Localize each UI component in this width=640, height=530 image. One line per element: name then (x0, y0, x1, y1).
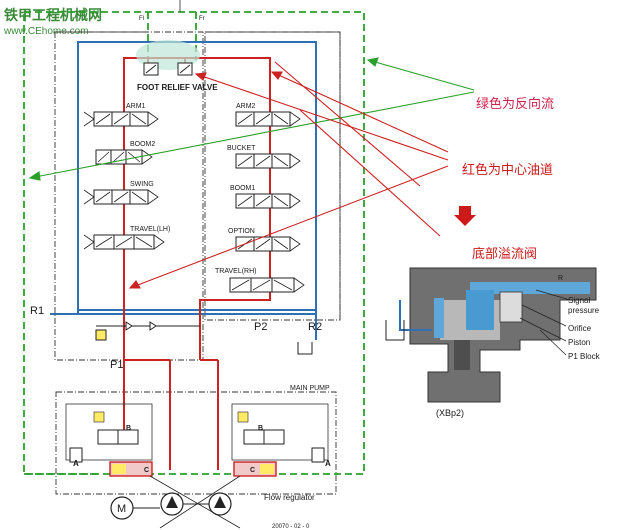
foot-relief-label: FOOT RELIEF VALVE (137, 83, 218, 92)
signal-line-2: pressure (568, 306, 600, 315)
watermark-url: www.CEhome.com (3, 26, 88, 37)
motor-and-pumps: M (110, 475, 241, 529)
valve-arm1: ARM1 (83, 103, 159, 127)
valve-bucket: BUCKET (227, 145, 301, 169)
boom2-label: BOOM2 (130, 141, 155, 148)
pump-regulator-right: B A C (231, 403, 331, 477)
foot-relief-valve-group: Fl Fr FOOT RELIEF VALVE (136, 16, 218, 92)
port-p1: P1 (110, 359, 123, 371)
valve-travel-rh: TRAVEL(RH) (215, 268, 305, 293)
check-valve-row (95, 321, 200, 341)
arm1-label: ARM1 (126, 103, 146, 110)
travel-rh-label: TRAVEL(RH) (215, 268, 256, 275)
annotation-green-note: 绿色为反向流 (476, 96, 554, 112)
valve-boom2: BOOM2 (95, 141, 155, 165)
flow-regulator-label: Flow regulator (264, 493, 315, 502)
port-r1: R1 (30, 305, 44, 317)
down-arrow-icon (454, 206, 476, 226)
port-b-right: B (258, 425, 263, 432)
valve-option: OPTION (228, 228, 301, 252)
boom1-label: BOOM1 (230, 185, 255, 192)
motor-label: M (117, 503, 126, 515)
travel-lh-label: TRAVEL(LH) (130, 226, 170, 233)
port-p2: P2 (254, 321, 267, 333)
valve-boom1: BOOM1 (230, 185, 301, 209)
port-c-right: C (250, 467, 255, 474)
valve-bank-outline (54, 31, 341, 495)
part-number: 20070 - 02 - 0 (272, 524, 310, 530)
inset-piston: Piston (568, 338, 590, 347)
watermark-title: 铁甲工程机械网 (4, 7, 102, 23)
annotation-arrows (28, 57, 475, 289)
relief-valve-inset (385, 267, 597, 403)
inset-xbp2: (XBp2) (436, 408, 464, 418)
fl-label: Fl (139, 16, 144, 22)
tank-symbol (297, 342, 313, 355)
annotation-bottom-relief: 底部溢流阀 (472, 246, 537, 262)
swing-label: SWING (130, 181, 154, 188)
port-a-left: A (73, 459, 79, 468)
valve-swing: SWING (83, 181, 159, 205)
pump-regulator-left: B A C (65, 403, 153, 477)
fr-label: Fr (199, 16, 205, 22)
port-a-right: A (325, 459, 331, 468)
inset-r-label: R (558, 275, 563, 282)
blue-return-lines (50, 41, 317, 340)
valve-travel-lh: TRAVEL(LH) (83, 226, 170, 250)
port-b-left: B (126, 425, 131, 432)
port-c-left: C (144, 467, 149, 474)
inset-orifice: Orifice (568, 324, 592, 333)
option-label: OPTION (228, 228, 255, 235)
valve-arm2: ARM2 (235, 103, 301, 127)
inset-signal-pressure: Signal pressure (568, 296, 600, 315)
bucket-label: BUCKET (227, 145, 256, 152)
arm2-label: ARM2 (236, 103, 256, 110)
inset-p1-block: P1 Block (568, 352, 601, 361)
signal-line-1: Signal (568, 296, 590, 305)
annotation-red-note: 红色为中心油道 (462, 162, 553, 178)
port-r2: R2 (308, 321, 322, 333)
green-reverse-flow-lines (23, 11, 365, 475)
main-pump-label: MAIN PUMP (290, 385, 330, 392)
